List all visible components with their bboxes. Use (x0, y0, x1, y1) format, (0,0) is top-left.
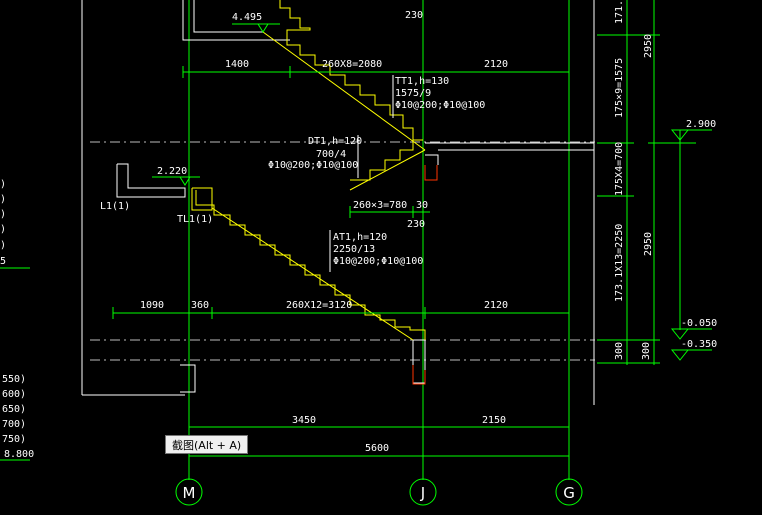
rebar-mid (424, 165, 438, 181)
left-list-item: ) (0, 209, 6, 220)
stair-mid-soffit (349, 149, 426, 191)
label-dt1-c: Φ10@200;Φ10@100 (268, 160, 358, 171)
elev-triangle-4495 (257, 23, 269, 33)
dim-text-260x8: 260X8=2080 (322, 59, 382, 70)
label-at1-c: Φ10@200;Φ10@100 (333, 256, 423, 267)
upper-slab (182, 0, 290, 41)
left-list-item: 700) (2, 419, 26, 430)
screenshot-tooltip: 截图(Alt + A) (165, 435, 249, 454)
upper-landing-outline (193, 0, 263, 33)
lower-beam (180, 364, 196, 393)
left-list-item: 5 (0, 256, 6, 267)
stair-upper-steps (279, 0, 423, 141)
vdim-text-300a: 300 (614, 342, 625, 360)
axis-bubbles (175, 478, 583, 506)
label-l1: L1(1) (100, 201, 130, 212)
dim-text-230-top: 230 (405, 10, 423, 21)
axis-grid-lines (188, 0, 570, 480)
dimension-lines (0, 0, 712, 462)
dim-text-1090: 1090 (140, 300, 164, 311)
vdim-text-2950-bot: 2950 (643, 232, 654, 256)
label-at1-b: 2250/13 (333, 244, 375, 255)
dim-text-2150: 2150 (482, 415, 506, 426)
dim-text-5600: 5600 (365, 443, 389, 454)
left-list-item: 8.800 (4, 449, 34, 460)
left-list-item: 750) (2, 434, 26, 445)
label-tt1-b: 1575/9 (395, 88, 431, 99)
label-dt1: DT1,h=120 (308, 136, 362, 147)
axis-bubble-j (409, 478, 437, 506)
dim-text-2120-top: 2120 (484, 59, 508, 70)
rebar-marks (412, 165, 438, 385)
tl1-beam (191, 187, 213, 211)
vdim-text-300b: 300 (641, 342, 652, 360)
axis-bubble-g (555, 478, 583, 506)
vdim-text-175x4: 175X4=700 (614, 142, 625, 196)
elev-text-m050: -0.050 (681, 318, 717, 329)
left-list-item: ) (0, 179, 6, 190)
center-lines (90, 141, 595, 361)
vdim-text-171: 171. (614, 0, 625, 24)
stair-mid-steps (350, 140, 414, 181)
label-tt1-c: Φ10@200;Φ10@100 (395, 100, 485, 111)
left-list: ) ) ) ) ) 5 550) 600) 650) 700) 750) 8.8… (0, 179, 34, 460)
vdim-text-2950-top: 2950 (643, 34, 654, 58)
axis-label-g: G (563, 484, 575, 502)
elev-triangle-2900 (670, 129, 690, 141)
dim-text-30: 30 (416, 200, 428, 211)
landing-beam-right (425, 154, 439, 165)
stairs (191, 0, 426, 341)
elev-text-m350: -0.350 (681, 339, 717, 350)
axis-label-j: J (420, 484, 425, 502)
vdim-text-175x9: 175×9=1575 (614, 58, 625, 118)
vdim-text-173x13: 173.1X13=2250 (614, 224, 625, 302)
elev-triangle-m050 (670, 328, 690, 340)
dim-text-2120-bot: 2120 (484, 300, 508, 311)
dim-text-260x3: 260×3=780 (353, 200, 407, 211)
stair-lower-soffit (211, 207, 414, 341)
elev-triangle-m350 (670, 349, 690, 361)
axis-label-m: M (183, 484, 196, 502)
label-tt1: TT1,h=130 (395, 76, 449, 87)
elev-text-2900: 2.900 (686, 119, 716, 130)
dim-text-1400: 1400 (225, 59, 249, 70)
label-dt1-b: 700/4 (316, 149, 346, 160)
elev-text-2220: 2.220 (157, 166, 187, 177)
left-list-item: ) (0, 224, 6, 235)
dim-text-230-mid: 230 (407, 219, 425, 230)
left-list-item: 650) (2, 404, 26, 415)
rebar-lower (412, 365, 426, 385)
elev-text-4495: 4.495 (232, 12, 262, 23)
label-at1: AT1,h=120 (333, 232, 387, 243)
elevation-markers (152, 23, 690, 361)
left-list-item: ) (0, 194, 6, 205)
dim-text-260x12: 260X12=3120 (286, 300, 352, 311)
dim-text-3450: 3450 (292, 415, 316, 426)
left-list-item: ) (0, 240, 6, 251)
landing-2220-outline (116, 163, 186, 198)
left-list-item: 550) (2, 374, 26, 385)
label-leaders (329, 75, 394, 272)
axis-bubble-m (175, 478, 203, 506)
elev-triangle-2220 (179, 176, 191, 186)
dim-text-360: 360 (191, 300, 209, 311)
left-list-item: 600) (2, 389, 26, 400)
stair-lower-steps (195, 190, 426, 340)
stair-upper-soffit (262, 31, 426, 151)
label-tl1: TL1(1) (177, 214, 213, 225)
